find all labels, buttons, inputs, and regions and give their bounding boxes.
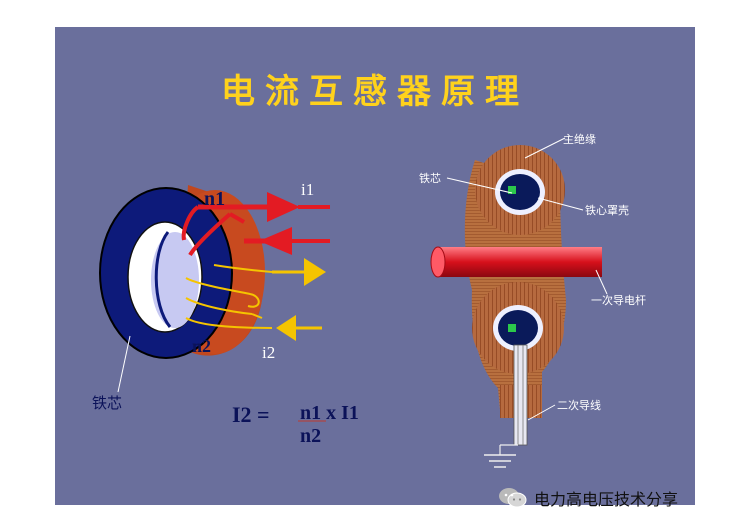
secondary-winding: [185, 264, 273, 329]
i1-label: i1: [301, 180, 315, 199]
toroidal-core: [99, 185, 265, 359]
secondary-arrow-out: [272, 258, 326, 286]
secondary-leads: [513, 344, 528, 446]
primary-conductor-rod: [430, 246, 602, 278]
formula-denominator: n2: [300, 425, 322, 447]
footer-text: 电力高电压技术分享: [534, 490, 679, 509]
n2-label: n2: [192, 336, 212, 356]
formula-lhs: I2 =: [232, 402, 270, 427]
main-insulation-label: 主绝缘: [563, 133, 596, 146]
core-label: 铁芯: [92, 394, 123, 412]
slide-title: 电流互感器原理: [221, 72, 529, 112]
secondary-arrow-in: [276, 315, 322, 341]
iron-core-label: 铁芯: [419, 172, 441, 185]
formula-numerator: n1 x I1: [300, 402, 359, 424]
lower-winding: [472, 282, 564, 374]
n1-label: n1: [204, 188, 226, 210]
ground-symbol: [484, 444, 518, 468]
primary-arrow-in: [267, 192, 330, 222]
leader-lines: [446, 137, 608, 421]
primary-conductor-label: 一次导电杆: [591, 294, 646, 307]
core-shell-label: 铁心罩壳: [585, 204, 629, 217]
core-pointer: [117, 335, 131, 393]
footer-watermark: 电力高电压技术分享: [498, 486, 678, 510]
secondary-wire-label: 二次导线: [557, 399, 601, 412]
i2-label: i2: [262, 343, 276, 362]
upper-winding: [475, 145, 565, 235]
wechat-icon: [499, 488, 527, 508]
primary-arrow-out: [259, 227, 330, 255]
